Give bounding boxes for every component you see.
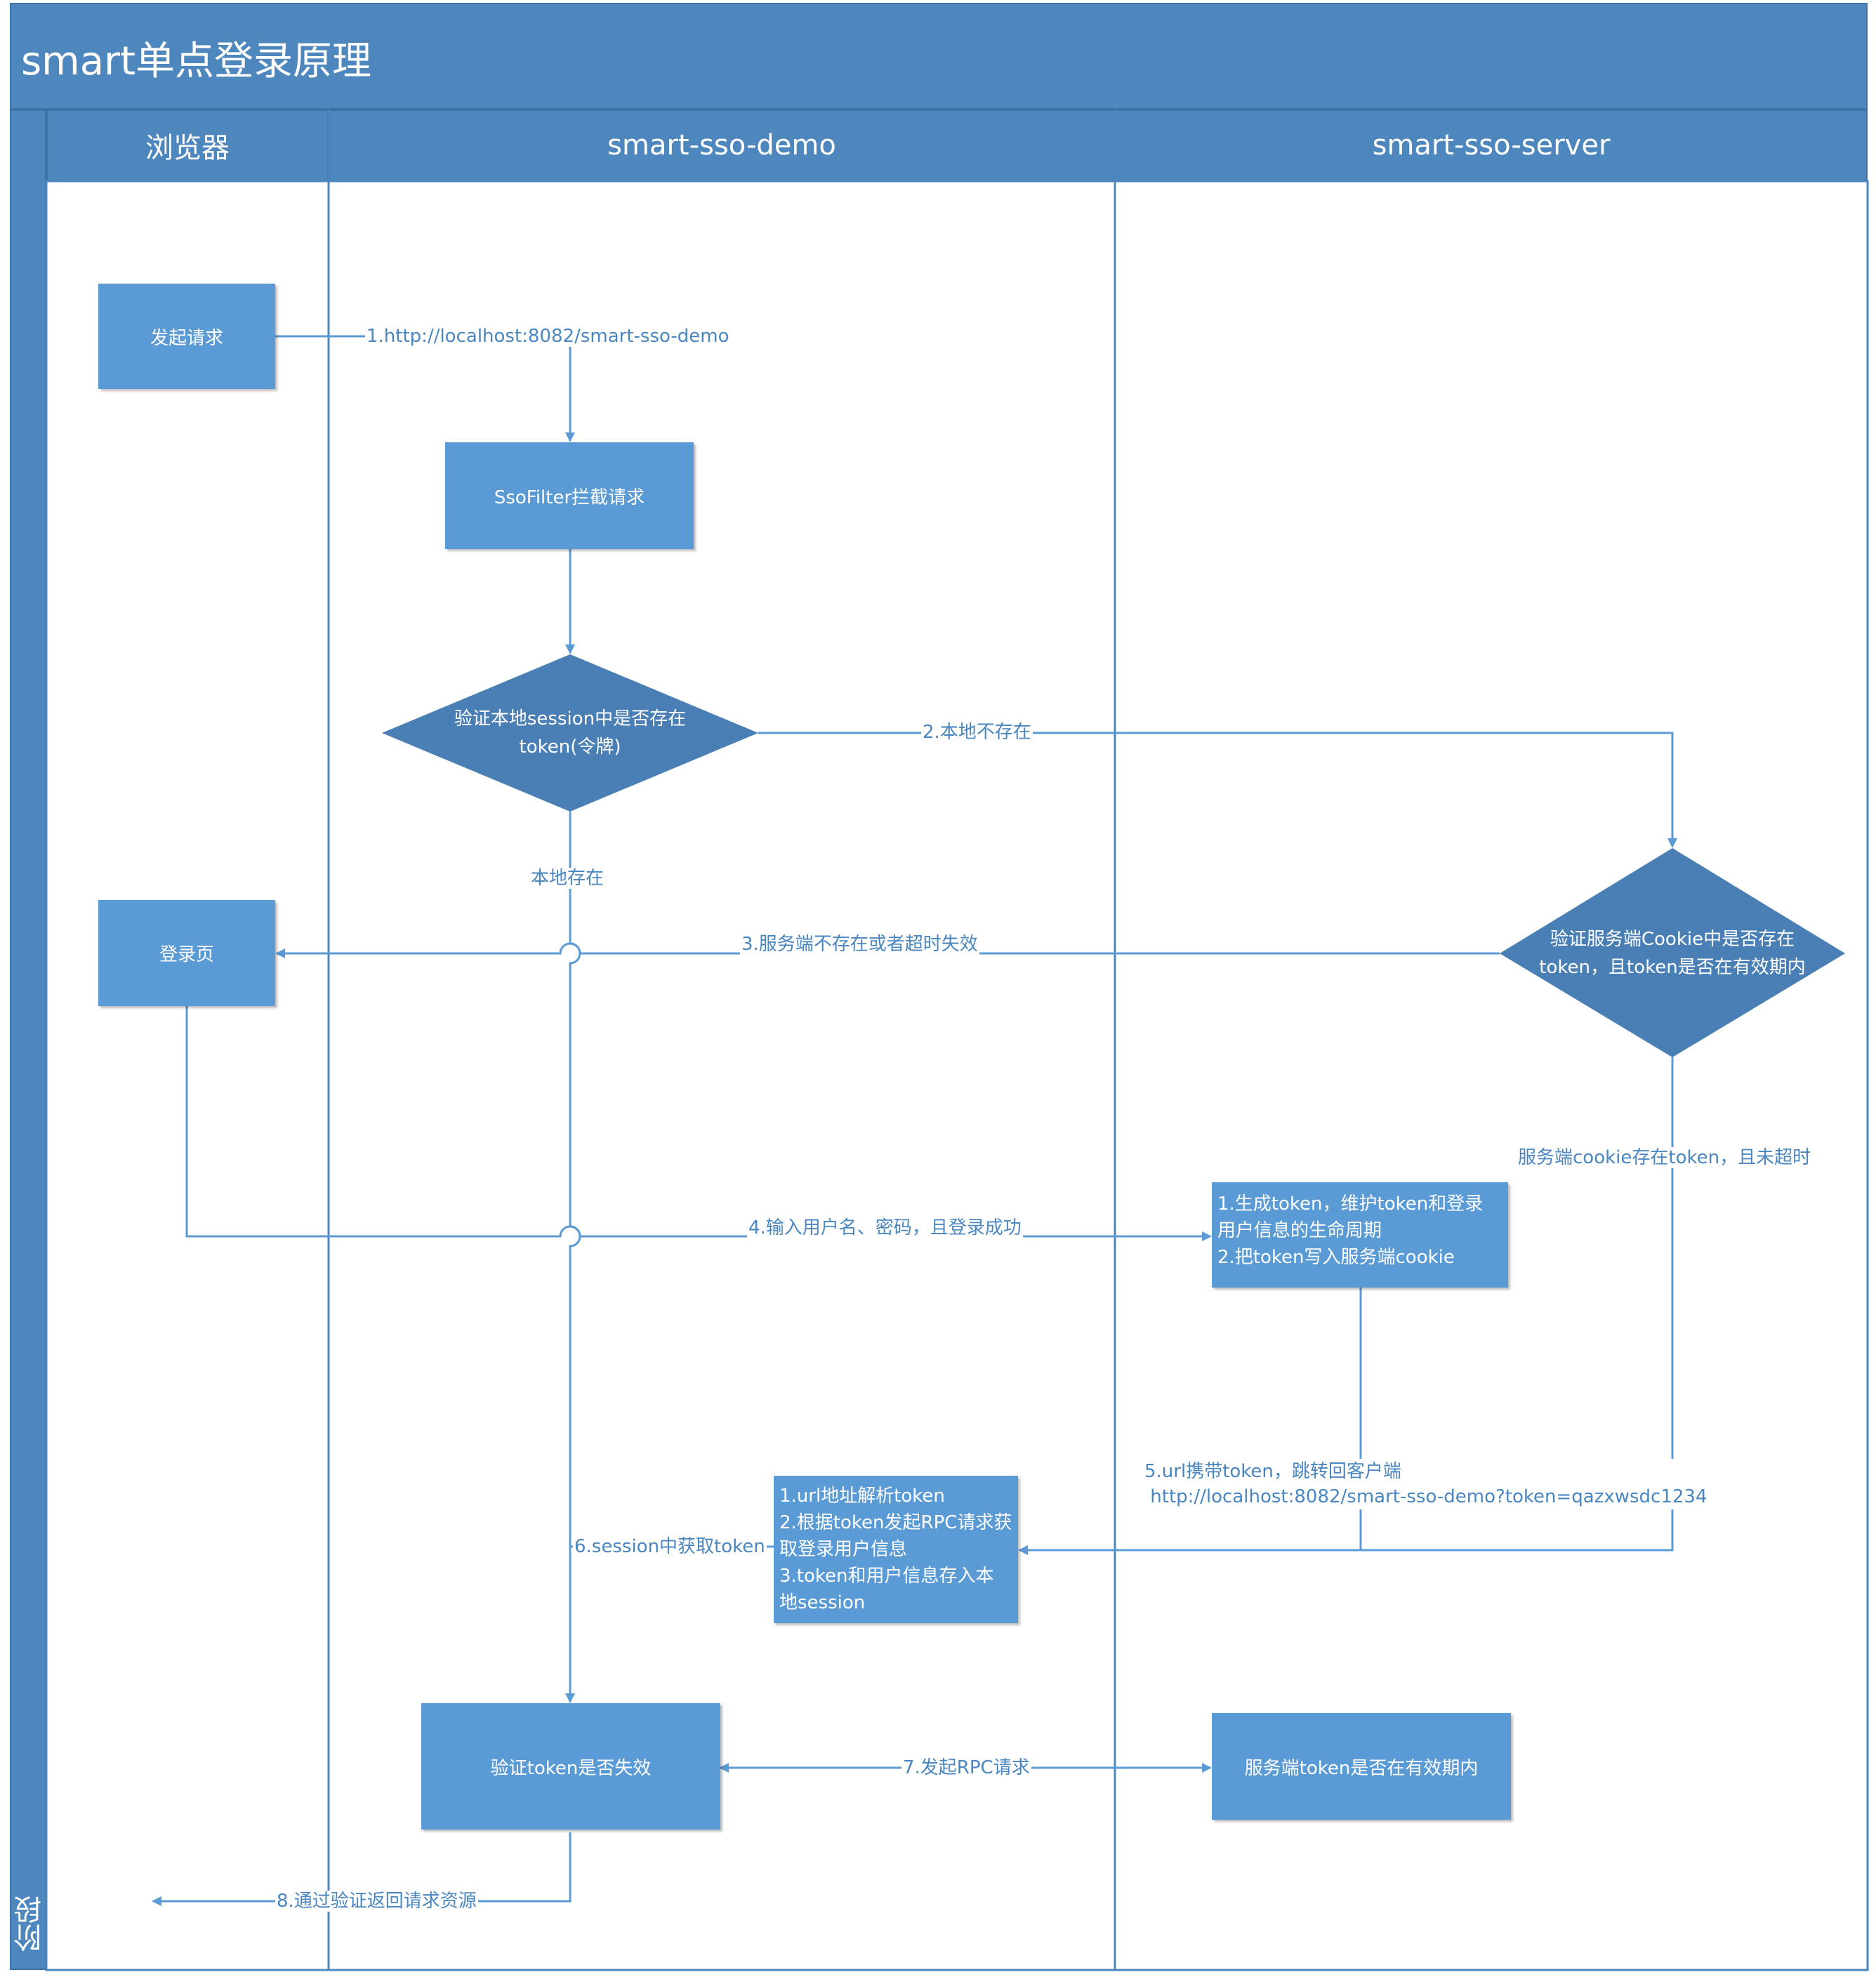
edge-step3 [275,942,1500,958]
diagram-title: smart单点登录原理 [21,39,372,84]
box-server-token-valid: 服务端token是否在有效期内 [1212,1713,1511,1820]
decision-local-session-shape [382,654,758,812]
label-step7: 7.发起RPC请求 [901,1757,1031,1778]
diagram-title-bar [10,3,1868,110]
decision-server-cookie: 验证服务端Cookie中是否存在 token，且token是否在有效期内 [1517,918,1828,988]
box-verify-token: 验证token是否失效 [421,1703,720,1830]
label-step8: 8.通过验证返回请求资源 [275,1891,478,1912]
box-generate-token: 1.生成token，维护token和登录 用户信息的生命周期 2.把token写… [1212,1182,1508,1288]
box-parse-token: 1.url地址解析token 2.根据token发起RPC请求获 取登录用户信息… [774,1476,1018,1623]
decision-server-cookie-label: 验证服务端Cookie中是否存在 token，且token是否在有效期内 [1539,929,1806,978]
label-step5: 5.url携带token，跳转回客户端 http://localhost:808… [1144,1459,1707,1509]
edge-step4 [185,1006,1212,1241]
phase-bar [10,110,46,1970]
box-start-request: 发起请求 [98,284,275,389]
edge-step1 [275,335,575,442]
box-sso-filter-label: SsoFilter拦截请求 [494,487,645,508]
label-step1: 1.http://localhost:8082/smart-sso-demo [365,326,731,347]
decision-local-session: 验证本地session中是否存在 token(令牌) [414,698,726,768]
label-step4: 4.输入用户名、密码，且登录成功 [747,1217,1023,1238]
box-sso-filter: SsoFilter拦截请求 [445,442,694,549]
decision-local-session-label: 验证本地session中是否存在 token(令牌) [454,708,687,758]
label-cookie-exists: 服务端cookie存在token，且未超时 [1517,1147,1813,1168]
lane-header-browser: 浏览器 [46,110,329,181]
box-verify-token-label: 验证token是否失效 [490,1757,652,1779]
edge-cookie-exists [1018,1057,1674,1555]
decision-server-cookie-shape [1500,848,1845,1057]
lane-borders [45,110,1869,1971]
box-login-page: 登录页 [98,900,275,1006]
box-server-token-valid-label: 服务端token是否在有效期内 [1244,1757,1479,1779]
label-local-exists: 本地存在 [529,868,606,889]
box-start-request-label: 发起请求 [150,327,223,349]
label-step3: 3.服务端不存在或者超时失效 [740,934,979,955]
label-step6: 6.session中获取token [573,1536,767,1557]
box-login-page-label: 登录页 [159,944,214,965]
box-parse-token-label: 1.url地址解析token 2.根据token发起RPC请求获 取登录用户信息… [779,1486,1012,1613]
box-generate-token-label: 1.生成token，维护token和登录 用户信息的生命周期 2.把token写… [1217,1194,1484,1268]
edge-step2 [758,732,1677,848]
label-step2: 2.本地不存在 [921,722,1033,743]
